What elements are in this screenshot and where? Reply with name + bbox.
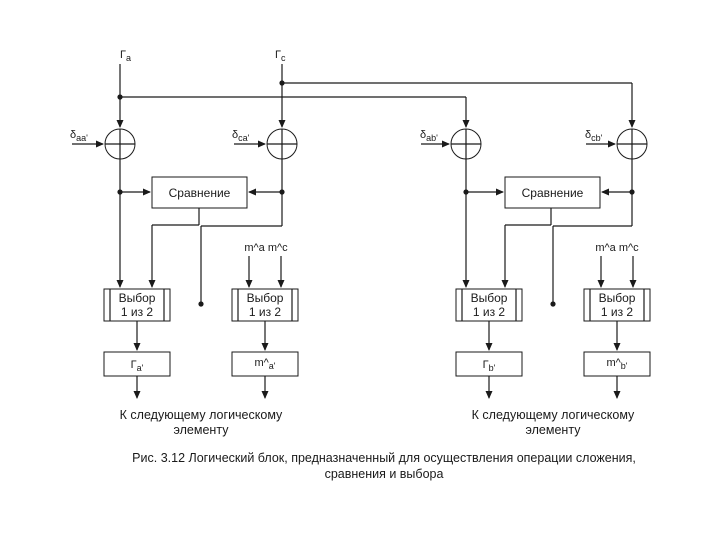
output-box-right-1 [455, 351, 523, 377]
select-box-right-1 [455, 288, 523, 322]
next-element-left-line1: К следующему логическому [120, 408, 283, 422]
junction-dot [550, 301, 556, 307]
adder-3 [450, 128, 482, 160]
m-inputs-right: m^a m^c [595, 242, 639, 254]
junction-dot [279, 80, 285, 86]
figure-caption-line1: Рис. 3.12 Логический блок, предназначенн… [132, 451, 636, 465]
m-inputs-left: m^a m^c [244, 242, 288, 254]
compare-label-left: Сравнение [169, 186, 231, 200]
output-left-2-label: m^a' [254, 357, 275, 371]
select-box-right-2 [583, 288, 651, 322]
next-element-right-line1: К следующему логическому [472, 408, 635, 422]
delta-cb-label: δcb' [585, 129, 603, 143]
delta-ca-label: δca' [232, 129, 250, 143]
select-right-1-line2: 1 из 2 [473, 305, 506, 319]
select-left-1-line1: Выбор [119, 291, 156, 305]
select-left-2-line2: 1 из 2 [249, 305, 282, 319]
adder-4 [616, 128, 648, 160]
select-right-2-line1: Выбор [599, 291, 636, 305]
figure-caption-line2: сравнения и выбора [325, 467, 444, 481]
compare-label-right: Сравнение [522, 186, 584, 200]
output-left-1-label: Гa' [131, 359, 144, 373]
select-right-1-line1: Выбор [471, 291, 508, 305]
select-box-left-1 [103, 288, 171, 322]
output-right-1-label: Гb' [483, 359, 496, 373]
delta-aa-label: δaa' [70, 129, 88, 143]
compare-box-left [151, 176, 248, 209]
select-left-1-line2: 1 из 2 [121, 305, 154, 319]
compare-box-right [504, 176, 601, 209]
next-element-right-line2: элементу [526, 423, 582, 437]
input-gamma-c-label: Гc [275, 49, 286, 63]
output-right-2-label: m^b' [606, 357, 627, 371]
next-element-left-line2: элементу [174, 423, 230, 437]
input-gamma-a-label: Гa [120, 49, 131, 63]
junction-dot [198, 301, 204, 307]
select-left-2-line1: Выбор [247, 291, 284, 305]
adder-1 [104, 128, 136, 160]
junction-dot [117, 94, 123, 100]
delta-ab-label: δab' [420, 129, 438, 143]
select-box-left-2 [231, 288, 299, 322]
output-box-left-1 [103, 351, 171, 377]
adder-2 [266, 128, 298, 160]
select-right-2-line2: 1 из 2 [601, 305, 634, 319]
